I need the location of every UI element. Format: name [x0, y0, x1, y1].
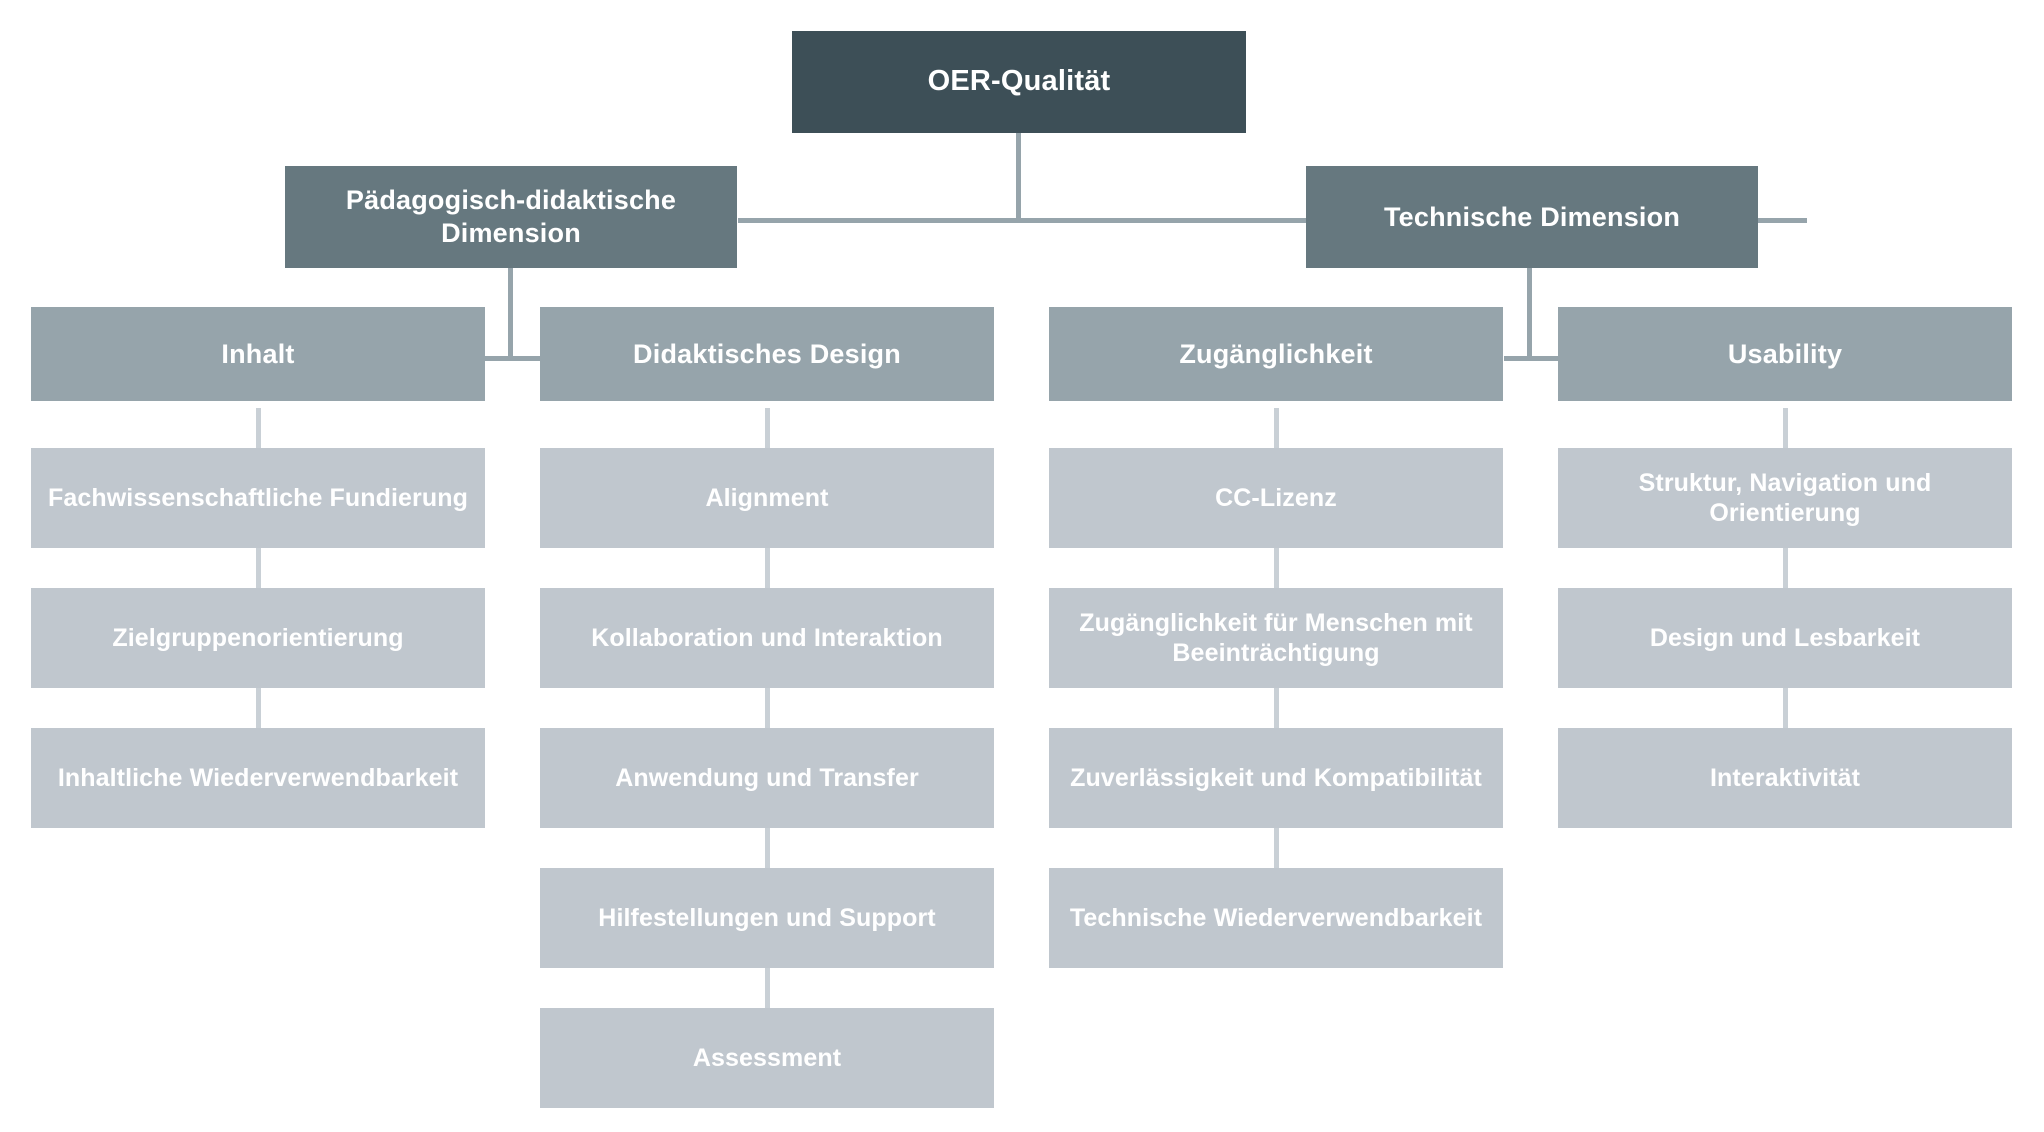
connector-zugaenglichkeit-4	[1274, 828, 1279, 870]
connector-zugaenglichkeit-3	[1274, 688, 1279, 730]
connector-didaktik-2	[765, 548, 770, 590]
connector-usability-3	[1783, 688, 1788, 730]
node-criterion-zugaenglichkeit-fuer-menschen-mit-beeintraechtigung[interactable]: Zugänglichkeit für Menschen mit Beeinträ…	[1049, 588, 1503, 688]
node-criterion-hilfestellungen-und-support[interactable]: Hilfestellungen und Support	[540, 868, 994, 968]
connector-zugaenglichkeit-1	[1274, 408, 1279, 450]
node-criterion-anwendung-und-transfer[interactable]: Anwendung und Transfer	[540, 728, 994, 828]
node-criterion-zielgruppenorientierung[interactable]: Zielgruppenorientierung	[31, 588, 485, 688]
connector-right-dimension-stem	[1527, 268, 1532, 360]
node-category-didaktisches-design[interactable]: Didaktisches Design	[540, 307, 994, 401]
node-dimension-paedagogisch-didaktisch[interactable]: Pädagogisch-didaktische Dimension	[285, 166, 737, 268]
node-criterion-alignment[interactable]: Alignment	[540, 448, 994, 548]
connector-inhalt-1	[256, 408, 261, 450]
connector-inhalt-3	[256, 688, 261, 730]
connector-usability-1	[1783, 408, 1788, 450]
connector-right-category-bar	[1504, 356, 1560, 361]
connector-left-dimension-stem	[508, 268, 513, 360]
connector-didaktik-4	[765, 828, 770, 870]
node-criterion-inhaltliche-wiederverwendbarkeit[interactable]: Inhaltliche Wiederverwendbarkeit	[31, 728, 485, 828]
node-criterion-technische-wiederverwendbarkeit[interactable]: Technische Wiederverwendbarkeit	[1049, 868, 1503, 968]
node-criterion-interaktivitaet[interactable]: Interaktivität	[1558, 728, 2012, 828]
node-dimension-technisch[interactable]: Technische Dimension	[1306, 166, 1758, 268]
node-category-usability[interactable]: Usability	[1558, 307, 2012, 401]
connector-didaktik-5	[765, 968, 770, 1010]
connector-dimension-bar	[738, 218, 1807, 223]
connector-didaktik-1	[765, 408, 770, 450]
node-criterion-struktur-navigation-und-orientierung[interactable]: Struktur, Navigation und Orientierung	[1558, 448, 2012, 548]
node-criterion-zuverlaessigkeit-und-kompatibilitaet[interactable]: Zuverlässigkeit und Kompatibilität	[1049, 728, 1503, 828]
connector-usability-2	[1783, 548, 1788, 590]
connector-didaktik-3	[765, 688, 770, 730]
node-criterion-cc-lizenz[interactable]: CC-Lizenz	[1049, 448, 1503, 548]
node-category-inhalt[interactable]: Inhalt	[31, 307, 485, 401]
connector-root-stem	[1016, 133, 1021, 221]
connector-inhalt-2	[256, 548, 261, 590]
node-criterion-assessment[interactable]: Assessment	[540, 1008, 994, 1108]
connector-zugaenglichkeit-2	[1274, 548, 1279, 590]
node-criterion-design-und-lesbarkeit[interactable]: Design und Lesbarkeit	[1558, 588, 2012, 688]
node-criterion-kollaboration-und-interaktion[interactable]: Kollaboration und Interaktion	[540, 588, 994, 688]
node-root-oer-qualitaet[interactable]: OER-Qualität	[792, 31, 1246, 133]
node-criterion-fachwissenschaftliche-fundierung[interactable]: Fachwissenschaftliche Fundierung	[31, 448, 485, 548]
node-category-zugaenglichkeit[interactable]: Zugänglichkeit	[1049, 307, 1503, 401]
connector-left-category-bar	[485, 356, 541, 361]
